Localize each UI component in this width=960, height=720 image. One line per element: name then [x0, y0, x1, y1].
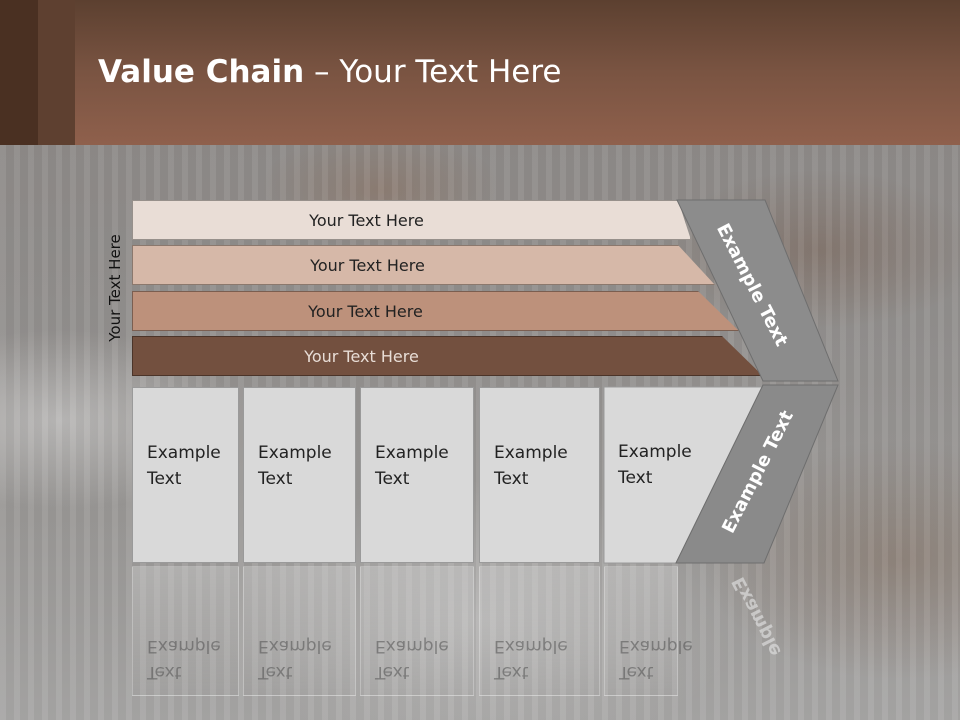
margin-chevron-bottom — [675, 384, 839, 564]
activity-line-2: Text — [494, 469, 529, 489]
activity-line-1: Example — [375, 443, 449, 463]
primary-activity-2[interactable]: Example Text — [243, 387, 356, 563]
activity-line-2: Text — [375, 469, 410, 489]
header-accent-bar-dark — [0, 0, 38, 145]
slide-title[interactable]: Value Chain – Your Text Here — [98, 54, 561, 90]
title-bold: Value Chain — [98, 54, 305, 90]
activity-line-1: Example — [494, 443, 568, 463]
band-label: Your Text Here — [310, 255, 425, 275]
primary-activity-5[interactable]: Example Text — [604, 387, 762, 563]
primary-activity-4[interactable]: Example Text — [479, 387, 600, 563]
support-band-4[interactable]: Your Text Here — [132, 336, 763, 376]
band-label: Your Text Here — [309, 210, 424, 230]
activity-line-1: Example — [147, 443, 221, 463]
title-rest: – Your Text Here — [304, 54, 562, 90]
header-accent-bar — [38, 0, 75, 145]
support-band-2[interactable]: Your Text Here — [132, 245, 715, 285]
activity-line-2: Text — [258, 469, 293, 489]
primary-activity-3[interactable]: Example Text — [360, 387, 474, 563]
support-band-1[interactable]: Your Text Here — [132, 200, 691, 240]
activity-line-2: Text — [147, 469, 182, 489]
activity-line-2: Text — [618, 468, 653, 488]
activity-line-1: Example — [618, 442, 692, 462]
margin-chevron-top — [676, 199, 839, 382]
band-label: Your Text Here — [308, 301, 423, 321]
header-banner: Value Chain – Your Text Here — [0, 0, 960, 145]
band-label: Your Text Here — [304, 346, 419, 366]
activity-line-1: Example — [258, 443, 332, 463]
primary-activity-1[interactable]: Example Text — [132, 387, 239, 563]
support-band-3[interactable]: Your Text Here — [132, 291, 739, 331]
